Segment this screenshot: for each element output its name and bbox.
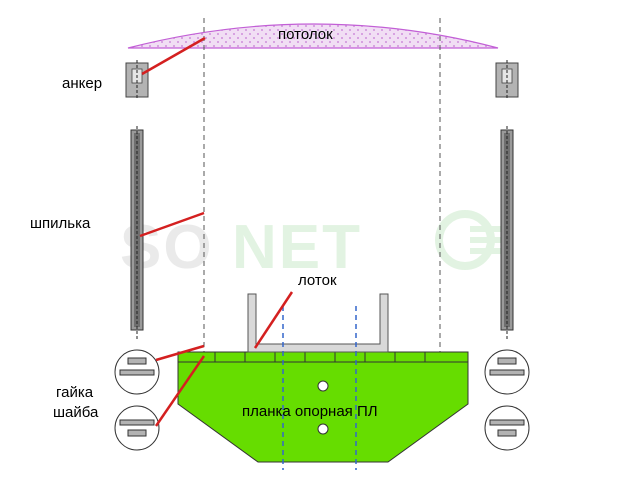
plate-hole-bottom (317, 423, 329, 435)
label-threaded-rod: шпилька (30, 215, 91, 232)
watermark-logo: SO NET (120, 210, 504, 282)
anchor-right (495, 60, 519, 100)
plate-ticks (214, 352, 426, 362)
threaded-rod-left (130, 126, 144, 340)
label-nut: гайка (56, 384, 94, 401)
ceiling (127, 23, 499, 49)
tray-axis-lines (282, 306, 357, 470)
anchor-left (125, 60, 149, 100)
guide-lines (203, 18, 441, 396)
label-anchor: анкер (62, 75, 103, 92)
threaded-rod-right (500, 126, 514, 340)
label-washer: шайба (53, 404, 99, 421)
label-cable-tray: лоток (298, 272, 337, 289)
plate-hole-top (317, 380, 329, 392)
cable-tray (247, 293, 389, 353)
svg-text:NET: NET (232, 213, 362, 282)
nut-washer-left (114, 349, 160, 451)
leader-lines (139, 36, 294, 427)
nut-washer-right (484, 349, 530, 451)
label-ceiling: потолок (278, 26, 333, 43)
label-support-plate: планка опорная ПЛ (242, 403, 378, 420)
support-plate (177, 351, 469, 463)
